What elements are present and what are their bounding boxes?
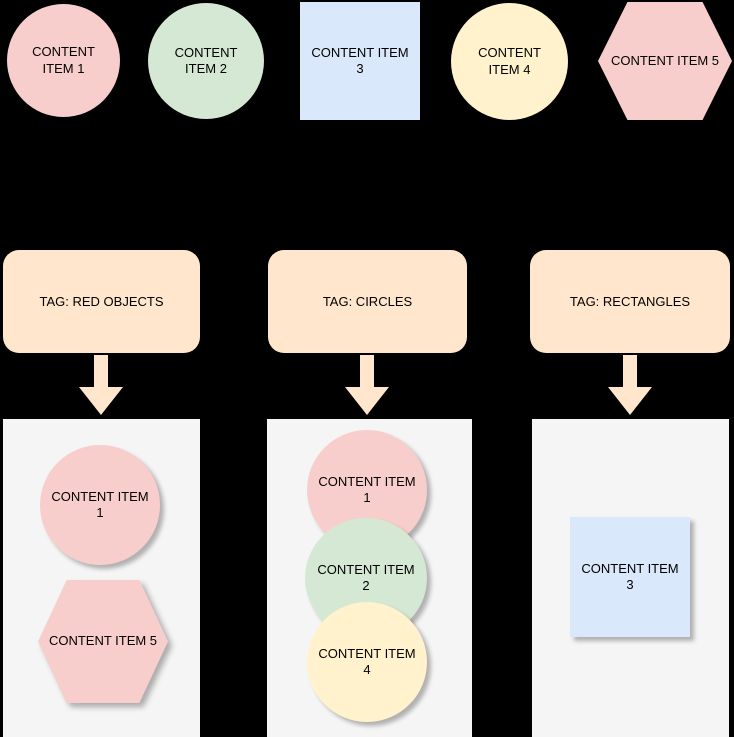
down-arrow-icon (345, 355, 389, 415)
bin2-item-1-label: CONTENT ITEM 1 (318, 473, 416, 505)
bin3-item-3-label: CONTENT ITEM 3 (581, 560, 679, 592)
bin2-item-2-label: CONTENT ITEM 2 (317, 561, 415, 593)
bin1-item-1-circle: CONTENT ITEM 1 (40, 445, 160, 565)
top-item-4-circle: CONTENT ITEM 4 (451, 3, 568, 120)
down-arrow-1 (79, 355, 123, 415)
bin1-item-1-label: CONTENT ITEM 1 (51, 488, 149, 520)
bin2-item-4-label: CONTENT ITEM 4 (318, 645, 416, 677)
top-item-2-label: CONTENT ITEM 2 (174, 44, 238, 76)
tag-red-objects-label: TAG: RED OBJECTS (39, 294, 164, 309)
bin1-item-5-label: CONTENT ITEM 5 (48, 633, 158, 649)
bin1-item-5-hexagon: CONTENT ITEM 5 (38, 580, 168, 703)
top-item-4-label: CONTENT ITEM 4 (478, 45, 541, 77)
tag-red-objects-box: TAG: RED OBJECTS (3, 250, 200, 353)
top-item-3-label: CONTENT ITEM 3 (311, 44, 409, 76)
bin2-item-1-circle: CONTENT ITEM 1 (307, 430, 427, 550)
tag-circles-box: TAG: CIRCLES (268, 250, 467, 353)
bin3-item-3-square: CONTENT ITEM 3 (570, 517, 690, 637)
top-item-1-circle: CONTENT ITEM 1 (7, 4, 120, 117)
top-item-5-label: CONTENT ITEM 5 (610, 52, 720, 68)
down-arrow-icon (608, 355, 652, 415)
down-arrow-3 (608, 355, 652, 415)
top-item-2-circle: CONTENT ITEM 2 (148, 3, 264, 119)
down-arrow-icon (79, 355, 123, 415)
tag-circles-label: TAG: CIRCLES (322, 294, 413, 309)
down-arrow-2 (345, 355, 389, 415)
top-item-1-label: CONTENT ITEM 1 (32, 44, 95, 76)
bin2-item-4-circle: CONTENT ITEM 4 (307, 602, 427, 722)
top-item-5-hexagon: CONTENT ITEM 5 (598, 2, 732, 120)
tag-rectangles-box: TAG: RECTANGLES (530, 250, 730, 353)
tag-rectangles-label: TAG: RECTANGLES (569, 294, 691, 309)
top-item-3-square: CONTENT ITEM 3 (300, 2, 420, 120)
